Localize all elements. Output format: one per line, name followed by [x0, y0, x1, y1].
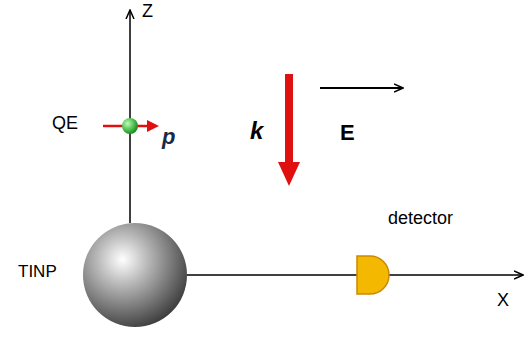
z-axis [129, 10, 131, 223]
detector-symbol [357, 256, 389, 294]
x-axis [187, 274, 523, 276]
dipole-label: p [162, 124, 175, 150]
wavevector-label: k [250, 117, 263, 146]
field-arrow [320, 87, 403, 89]
wavevector-arrow [285, 74, 293, 164]
field-label: E [340, 120, 355, 146]
wavevector-arrowhead [278, 162, 300, 186]
axis-label: X [497, 290, 509, 312]
particle-label: TINP [18, 262, 57, 282]
detector-label: detector [388, 208, 453, 230]
emitter-dot [122, 118, 138, 134]
axis-label: Z [142, 1, 153, 23]
dipole-arrowhead [147, 120, 159, 132]
emitter-label: QE [52, 113, 78, 135]
nanoparticle-sphere [83, 223, 187, 327]
